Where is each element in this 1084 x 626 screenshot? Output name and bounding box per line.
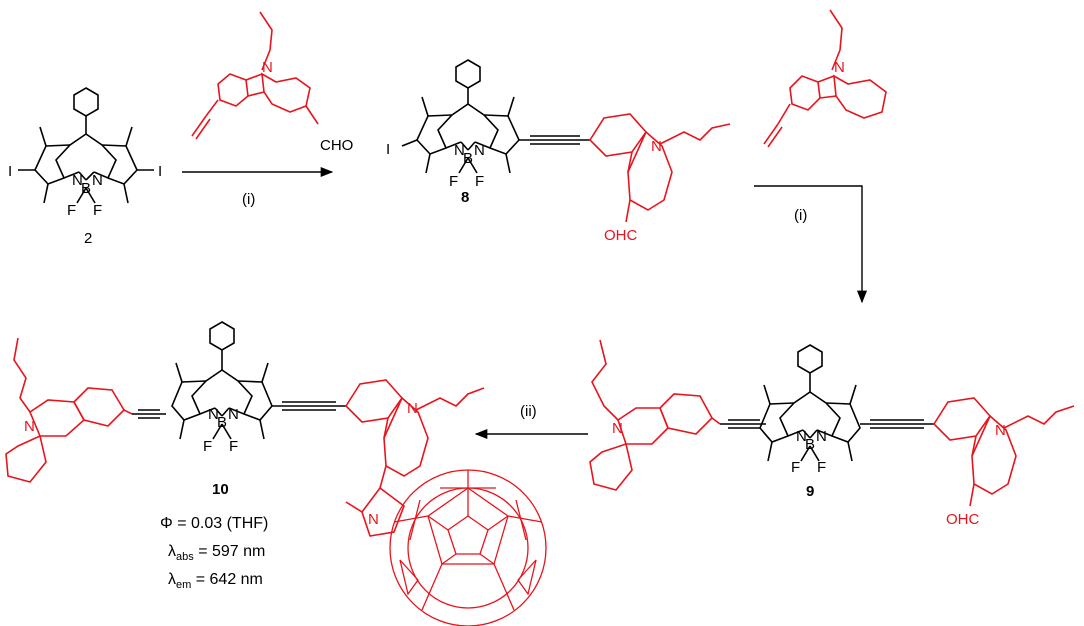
compound-8-carbazole: [588, 113, 731, 223]
compound-9-right-carbazole: [932, 397, 1075, 507]
c10-boron: B: [217, 414, 227, 431]
compound-8: [401, 59, 590, 174]
arrow-step-2: [754, 185, 868, 304]
c8-iodine: I: [386, 141, 390, 158]
em-value: = 642 nm: [191, 571, 263, 588]
c9-left-nitrogen: N: [612, 420, 623, 437]
c10-left-nitrogen: N: [24, 418, 35, 435]
c8-nitrogen-left: N: [454, 142, 465, 159]
compound-10-right-carbazole: [344, 379, 485, 537]
c8-fluorine-left: F: [449, 173, 458, 190]
reagent-ethynyl-carbazole: [763, 9, 887, 148]
c8-nitrogen-right: N: [474, 142, 485, 159]
c8-fluorine-right: F: [475, 173, 484, 190]
c2-fluorine-left: F: [67, 202, 76, 219]
c9-ohc: OHC: [946, 511, 980, 528]
emission-max: λem = 642 nm: [168, 571, 263, 591]
c9-boron: B: [805, 436, 815, 453]
reagent-formyl-carbazole: [191, 11, 319, 140]
c10-fluorine-right: F: [229, 438, 238, 455]
compound-9-core: [720, 344, 934, 462]
abs-symbol: λ: [168, 543, 176, 560]
c10-nitrogen-right: N: [228, 406, 239, 423]
label-compound-8: 8: [461, 189, 469, 206]
c9-fluorine-right: F: [817, 459, 826, 476]
c8-boron: B: [463, 150, 473, 167]
absorption-max: λabs = 597 nm: [168, 543, 265, 563]
abs-value: = 597 nm: [194, 543, 266, 560]
compound-10-core: [132, 321, 346, 440]
compound-2: [18, 87, 154, 204]
c10-right-nitrogen: N: [407, 400, 418, 417]
c2-boron: B: [81, 180, 91, 197]
c2-iodine-right: I: [158, 163, 162, 180]
c2-fluorine-right: F: [93, 202, 102, 219]
condition-step-3: (ii): [520, 403, 537, 420]
reagent1-nitrogen: N: [262, 59, 273, 76]
c10-nitrogen-left: N: [208, 406, 219, 423]
c2-iodine-left: I: [8, 163, 12, 180]
reagent2-nitrogen: N: [834, 59, 845, 76]
c2-nitrogen-left: N: [72, 172, 83, 189]
reagent1-cho: CHO: [320, 137, 353, 154]
em-subscript: em: [176, 579, 191, 591]
compound-10-left-carbazole: [5, 337, 133, 483]
c9-right-nitrogen: N: [995, 422, 1006, 439]
c8-carbazole-nitrogen: N: [651, 138, 662, 155]
c9-nitrogen-right: N: [816, 428, 827, 445]
em-symbol: λ: [168, 571, 176, 588]
compound-9-left-carbazole: [589, 339, 721, 491]
abs-subscript: abs: [176, 551, 194, 563]
c8-ohc: OHC: [604, 227, 638, 244]
label-compound-10: 10: [212, 481, 229, 498]
label-compound-2: 2: [84, 230, 92, 247]
condition-step-1: (i): [242, 191, 255, 208]
c10-fluorine-left: F: [203, 438, 212, 455]
fullerene-c60: [389, 469, 547, 626]
c10-pyrrolidine-nitrogen: N: [368, 511, 379, 528]
quantum-yield: Φ = 0.03 (THF): [160, 515, 268, 532]
c9-nitrogen-left: N: [796, 428, 807, 445]
condition-step-2: (i): [794, 207, 807, 224]
c2-nitrogen-right: N: [92, 172, 103, 189]
c9-fluorine-left: F: [791, 459, 800, 476]
label-compound-9: 9: [806, 483, 814, 500]
